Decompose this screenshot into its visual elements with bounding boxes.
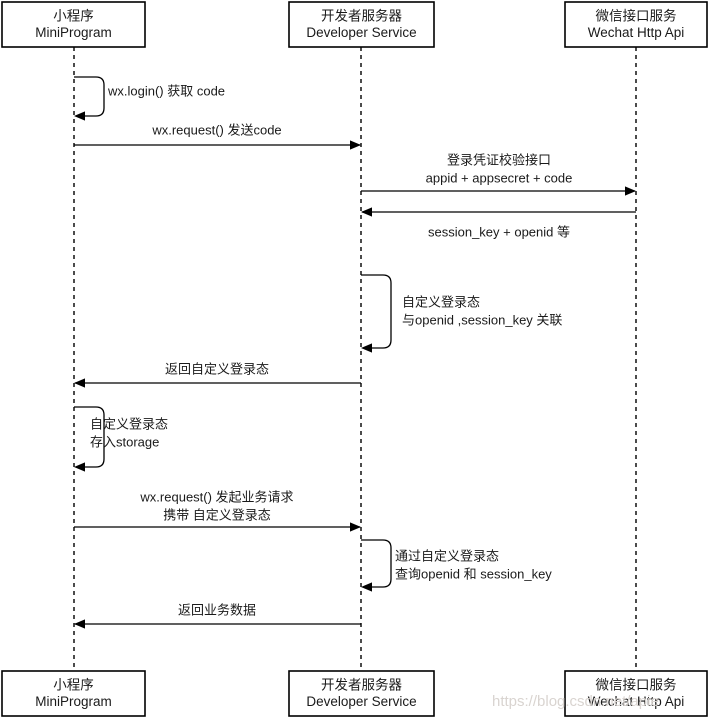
message-label-line: 存入storage	[90, 434, 159, 449]
actor-label-en: MiniProgram	[35, 25, 112, 40]
message-session-key-openid-response[interactable]: session_key + openid 等	[361, 207, 636, 239]
message-label-line: session_key + openid 等	[428, 224, 570, 239]
message-label-line: wx.request() 发送code	[151, 122, 281, 137]
message-label-line: 登录凭证校验接口	[447, 152, 551, 167]
actor-box-rect	[564, 1, 708, 48]
message-login-credential-check[interactable]: 登录凭证校验接口 appid + appsecret + code	[361, 152, 636, 196]
message-return-business-data[interactable]: 返回业务数据	[74, 602, 361, 629]
message-arrow-head	[74, 378, 85, 388]
message-arrow-head	[350, 522, 361, 532]
actor-box-rect	[1, 1, 146, 48]
message-selfloop-path	[74, 406, 105, 468]
actor-label-en: Wechat Http Api	[588, 25, 685, 40]
actor-label-cn: 开发者服务器	[321, 8, 402, 23]
actor-label-cn: 微信接口服务	[596, 676, 677, 692]
actor-box-rect	[288, 1, 435, 48]
message-label-line: appid + appsecret + code	[426, 170, 573, 185]
actor-label-en: Developer Service	[306, 25, 416, 40]
message-wx-request-send-code[interactable]: wx.request() 发送code	[74, 122, 361, 150]
actor-box-top-developer-service[interactable]: 开发者服务器 Developer Service	[288, 1, 435, 48]
message-selfloop-path	[74, 76, 105, 117]
message-arrow-head	[74, 619, 85, 629]
actor-label-en: MiniProgram	[35, 694, 112, 709]
messages-layer: wx.login() 获取 code wx.request() 发送code 登录凭…	[74, 76, 636, 629]
actor-label-en: Wechat Http Api	[588, 694, 685, 709]
actor-box-bottom-miniprogram[interactable]: 小程序 MiniProgram	[1, 670, 146, 717]
actor-label-cn: 小程序	[53, 677, 94, 692]
message-return-custom-login-state[interactable]: 返回自定义登录态	[74, 361, 361, 388]
message-arrow-head	[361, 207, 372, 217]
actor-box-top-miniprogram[interactable]: 小程序 MiniProgram	[1, 1, 146, 48]
message-label-line: 返回自定义登录态	[165, 361, 269, 376]
message-label-line: 携带 自定义登录态	[163, 507, 271, 522]
message-wx-login-get-code[interactable]: wx.login() 获取 code	[74, 76, 225, 121]
actor-label-en: Developer Service	[306, 694, 416, 709]
message-arrow-head	[74, 462, 85, 472]
message-label-line: wx.login() 获取 code	[107, 83, 225, 98]
watermark-layer: https://blog.csdn.net/apie	[492, 693, 659, 710]
message-label-line: wx.request() 发起业务请求	[139, 489, 293, 504]
message-arrow-head	[361, 343, 372, 353]
message-label-line: 自定义登录态	[90, 416, 168, 431]
message-label-line: 自定义登录态	[402, 294, 480, 309]
actor-box-bottom-developer-service[interactable]: 开发者服务器 Developer Service	[288, 670, 435, 717]
watermark-text: https://blog.csdn.net/apie	[492, 693, 659, 710]
actor-label-cn: 微信接口服务	[596, 7, 677, 23]
message-selfloop-path	[361, 274, 392, 349]
message-arrow-head	[361, 582, 372, 592]
actor-label-cn: 小程序	[53, 8, 94, 23]
message-arrow-head	[625, 186, 636, 196]
actor-label-cn: 开发者服务器	[321, 677, 402, 692]
message-label-line: 返回业务数据	[178, 602, 256, 617]
message-label-line: 与openid ,session_key 关联	[402, 312, 562, 327]
message-arrow-head	[74, 111, 85, 121]
lifelines-layer	[73, 47, 637, 671]
actor-box-rect	[1, 670, 146, 717]
actor-box-top-wechat-http-api[interactable]: 微信接口服务 Wechat Http Api	[564, 1, 708, 48]
actor-box-rect	[564, 670, 708, 717]
actor-box-bottom-wechat-http-api[interactable]: 微信接口服务 Wechat Http Api	[564, 670, 708, 717]
message-selfloop-path	[361, 539, 392, 588]
message-label-line: 通过自定义登录态	[395, 548, 499, 563]
message-label-line: 查询openid 和 session_key	[395, 566, 552, 581]
message-arrow-head	[350, 140, 361, 150]
actor-box-rect	[288, 670, 435, 717]
